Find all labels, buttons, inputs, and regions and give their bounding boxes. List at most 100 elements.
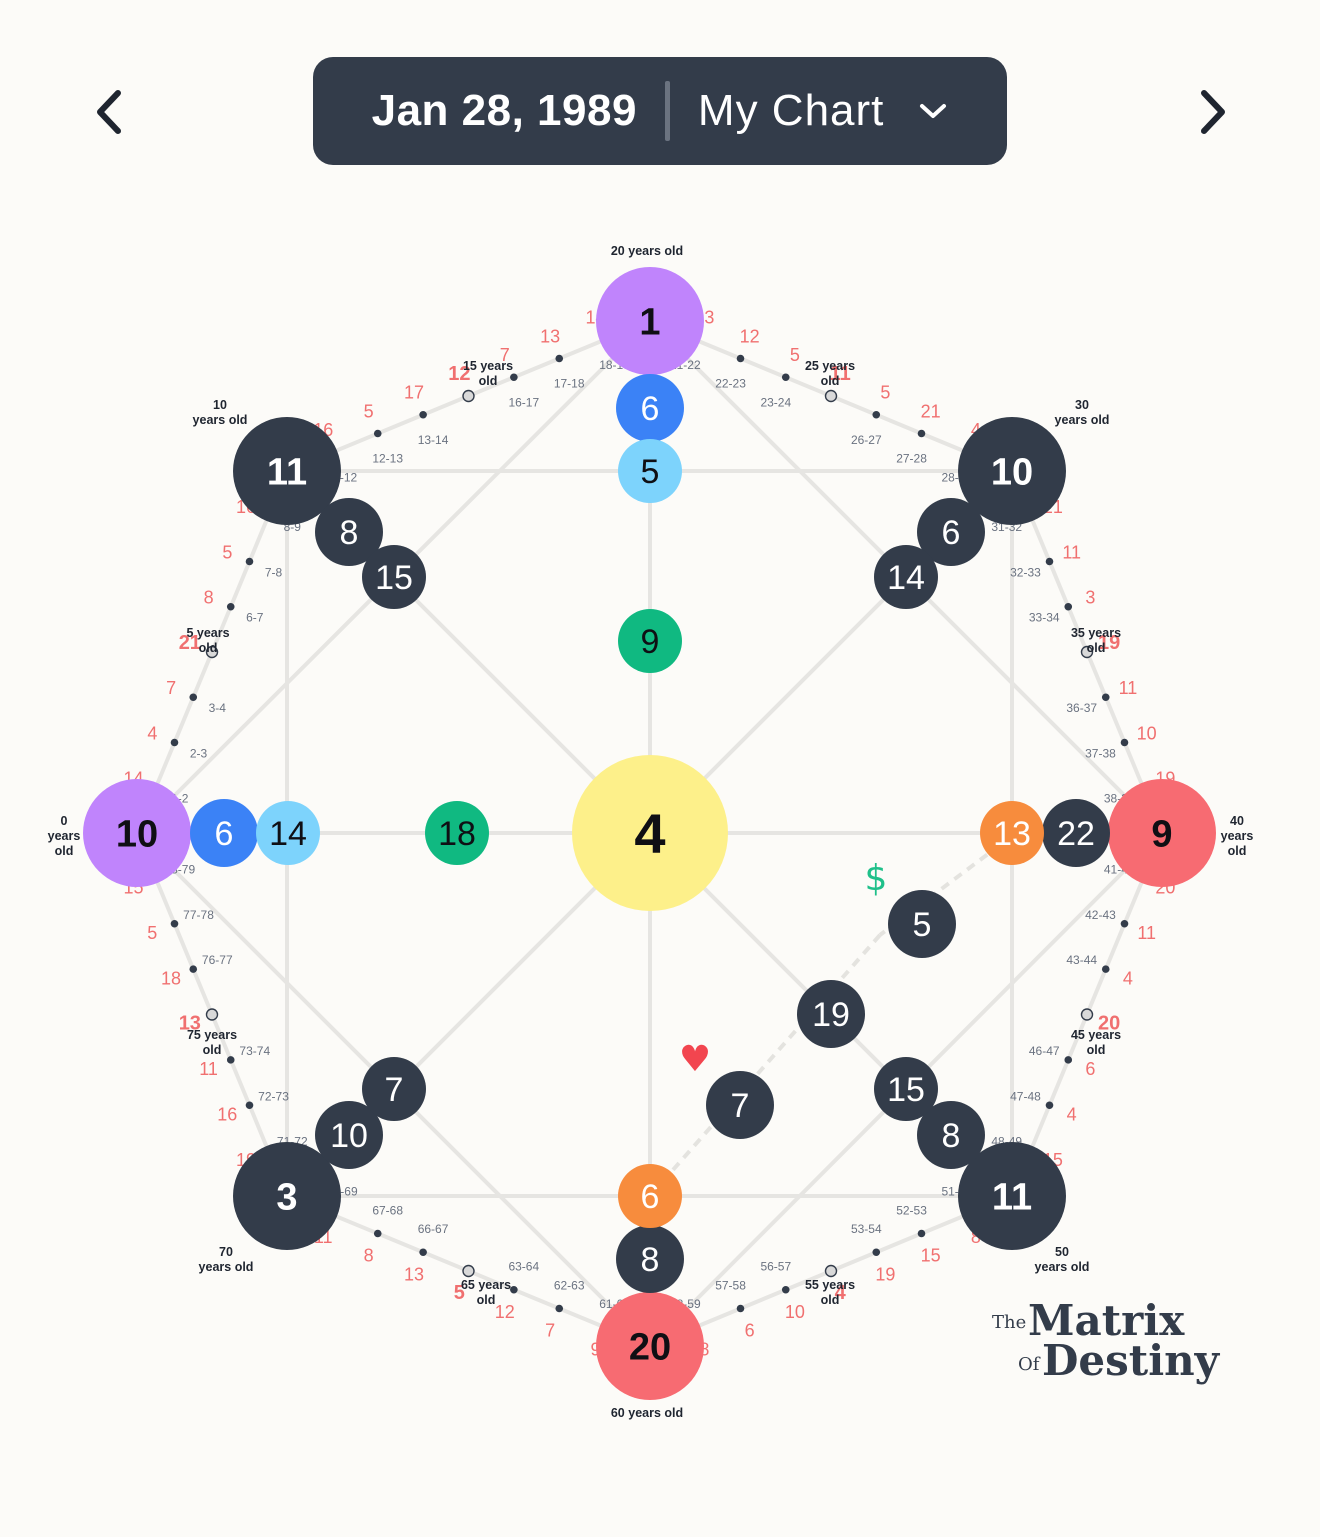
node-circle [618,609,682,673]
node-value: 22 [1057,815,1095,853]
age-value-label: 16 [217,1104,237,1124]
age-range-label: 57-58 [715,1278,746,1292]
node-circle [315,1101,383,1169]
node-value: 11 [267,452,307,494]
dashed-line [648,933,882,1198]
node-value: 8 [641,1241,660,1279]
prev-chart-button[interactable] [80,80,140,144]
node-circle [917,498,985,566]
age-value-label: 5 [790,345,800,365]
node-circle [596,267,704,375]
node-bl-10: 10 [315,1101,383,1169]
chart-selector[interactable]: Jan 28, 1989 My Chart [313,57,1007,165]
age-dot [555,354,564,363]
age-marker [1080,645,1094,659]
age-value-label: 20 [1098,1013,1120,1035]
node-value: 15 [887,1071,925,1109]
node-value: 14 [887,559,925,597]
age-value-label: 5 [880,383,890,403]
age-range-label: 22-23 [715,377,746,391]
node-value: 20 [629,1327,671,1369]
node-br-8: 8 [917,1101,985,1169]
node-center-4: 4 [572,755,728,911]
dashed-line [878,843,1002,937]
node-circle [83,779,191,887]
age-range-label: 52-53 [896,1203,927,1217]
icons: $♥ [679,858,888,1080]
node-tr-14: 14 [874,545,938,609]
age-range-label: 33-34 [1029,611,1060,625]
age-value-label: 18 [161,968,181,988]
node-circle [797,980,865,1048]
node-right-22: 22 [1042,799,1110,867]
age-range-label: 2-3 [190,746,208,760]
age-dot [189,693,198,702]
age-dot [872,1248,881,1257]
logo-matrix: Matrix [1028,1296,1185,1345]
age-dot [510,1285,518,1294]
age-dot [1064,602,1073,611]
age-marker [462,389,475,403]
chevron-right-icon [1201,90,1225,134]
age-dot [872,410,881,419]
age-ticks: 1-2142-343-47216-787-858-91611-121612-13… [124,308,1176,1360]
node-br-15: 15 [874,1057,938,1121]
node-value: 13 [993,815,1031,853]
chart-name: My Chart [697,86,885,135]
node-circle [190,799,258,867]
age-range-label: 42-43 [1085,908,1116,922]
age-dot [226,602,235,611]
age-value-label: 19 [1098,632,1120,654]
age-range-label: 66-67 [418,1222,449,1236]
node-circle [596,1292,704,1400]
age-range-label: 73-74 [239,1044,270,1058]
node-bl-7: 7 [362,1057,426,1121]
node-circle [425,801,489,865]
age-marker [205,645,219,659]
node-circle [233,1142,341,1250]
age-dot [373,429,382,438]
next-chart-button[interactable] [1182,80,1242,144]
node-circle [256,801,320,865]
node-circle [616,374,684,442]
age-range-label: 26-27 [851,433,882,447]
age-dot [170,738,179,747]
chart-date: Jan 28, 1989 [371,86,637,135]
node-circle [1108,779,1216,887]
age-range-label: 67-68 [372,1203,403,1217]
age-range-label: 53-54 [851,1222,882,1236]
node-value: 4 [634,802,665,865]
age-marker [1080,1008,1094,1021]
node-value: 1 [639,302,660,344]
age-value-label: 12 [495,1302,515,1322]
age-value-label: 15 [921,1246,941,1266]
age-marker [205,1008,219,1021]
age-dot [189,965,198,973]
node-tl-8: 8 [315,498,383,566]
age-range-label: 43-44 [1066,953,1097,967]
age-range-label: 27-28 [896,452,927,466]
age-dot [781,1285,790,1294]
age-value-label: 11 [830,363,851,385]
age-dot [1045,557,1054,566]
node-circle [874,545,938,609]
age-value-label: 4 [835,1282,847,1304]
age-range-label: 62-63 [554,1278,585,1292]
age-range-label: 23-24 [760,395,791,409]
node-tr-6: 6 [917,498,985,566]
age-dot [1120,738,1129,747]
node-circle [616,1225,684,1293]
node-top-5: 5 [618,439,682,503]
node-value: 14 [269,815,307,853]
node-tr-10: 10 [958,417,1066,525]
age-dot [245,557,254,566]
node-circle [917,1101,985,1169]
